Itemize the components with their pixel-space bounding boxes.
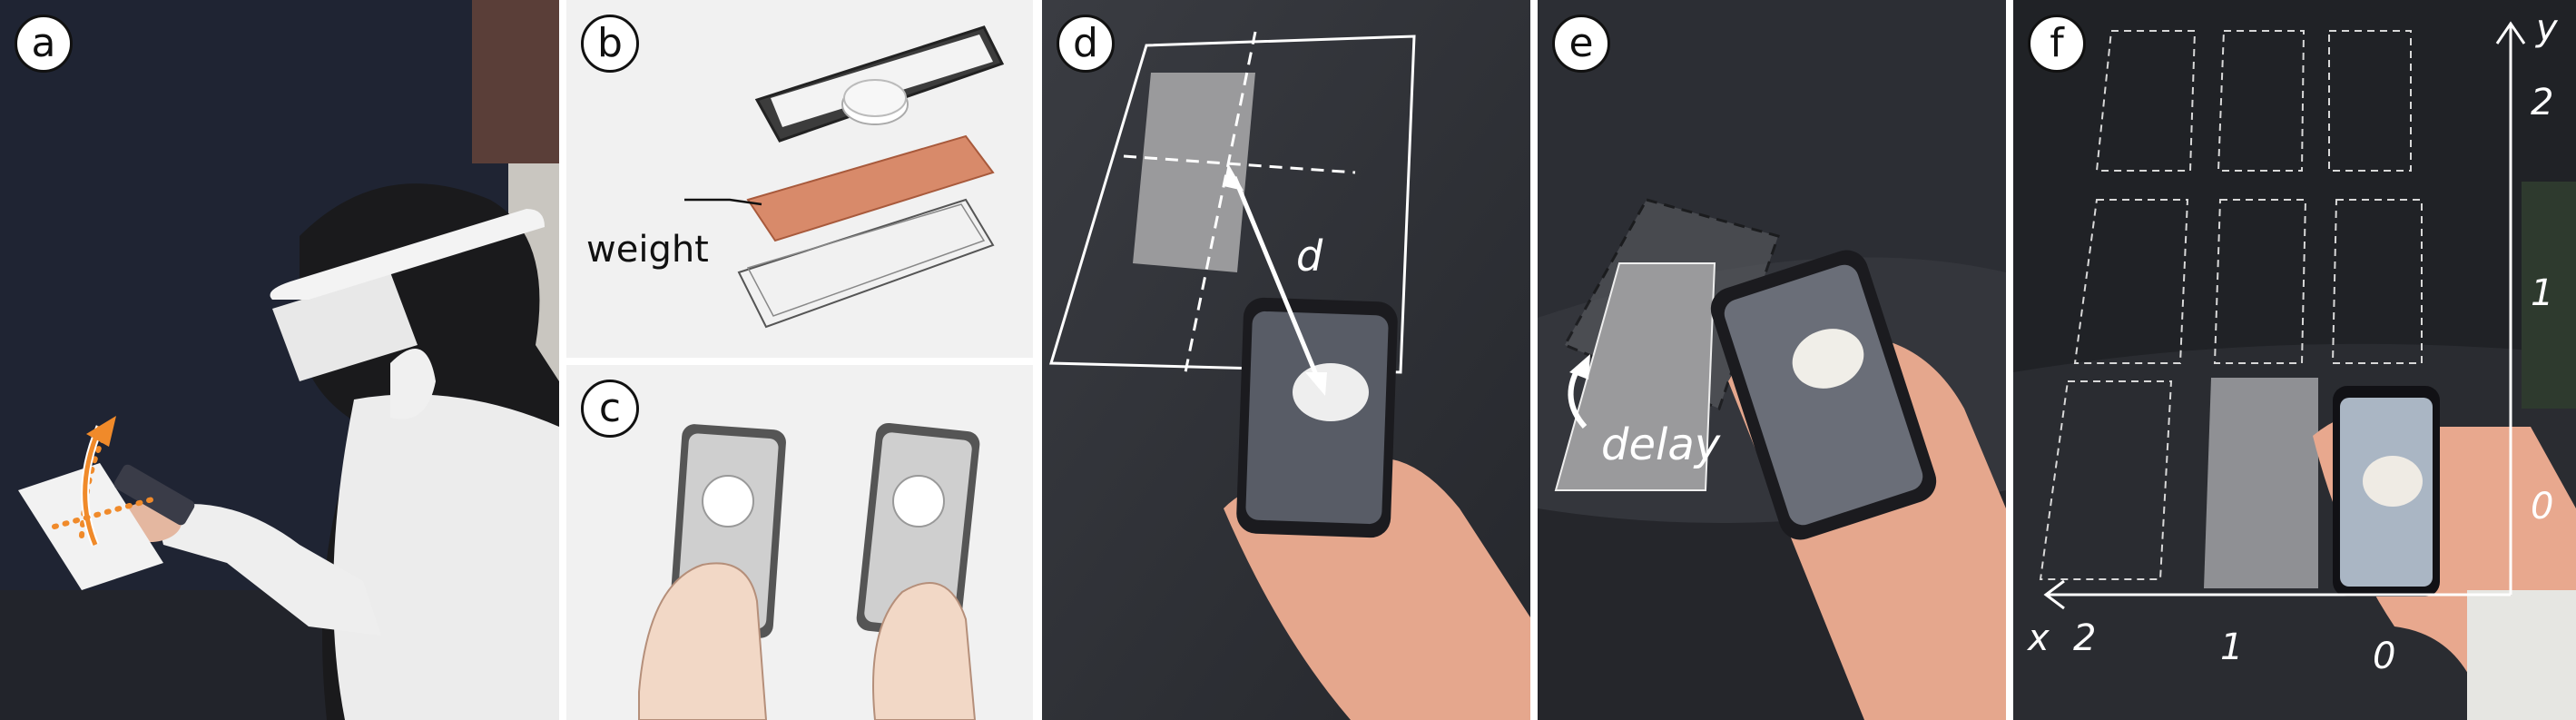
panel-d-photo: [1042, 0, 1530, 720]
y-tick-1: 1: [2531, 272, 2554, 314]
phone-weight-exploded-illustration: [684, 25, 1005, 329]
panel-d-badge: d: [1057, 15, 1115, 73]
panel-c: c: [566, 365, 1033, 720]
panel-f-badge: f: [2028, 15, 2086, 73]
panel-e-photo: [1538, 0, 2006, 720]
panel-f-photo: [2013, 0, 2576, 720]
panel-b-badge: b: [581, 15, 639, 73]
panel-c-badge: c: [581, 380, 639, 438]
panel-a-badge: a: [15, 15, 73, 73]
delay-label: delay: [1601, 419, 1721, 470]
x-tick-2: 2: [2073, 617, 2097, 659]
panel-f: f y 2 1 0 x 2 1 0: [2013, 0, 2576, 720]
x-tick-0: 0: [2373, 636, 2396, 677]
panel-d: d d: [1042, 0, 1530, 720]
panel-b: b weight: [566, 0, 1033, 358]
weight-label: weight: [586, 229, 709, 271]
panel-a-photo: [0, 0, 559, 720]
x-axis-label: x: [2028, 617, 2050, 659]
y-tick-0: 0: [2531, 486, 2554, 528]
panel-a: a: [0, 0, 559, 720]
y-axis-label: y: [2536, 7, 2558, 49]
x-tick-1: 1: [2220, 626, 2244, 668]
distance-label: d: [1296, 232, 1323, 281]
phone-grip-illustration: [638, 422, 980, 720]
y-tick-2: 2: [2531, 82, 2554, 123]
panel-e: e delay: [1538, 0, 2006, 720]
panel-e-badge: e: [1552, 15, 1610, 73]
